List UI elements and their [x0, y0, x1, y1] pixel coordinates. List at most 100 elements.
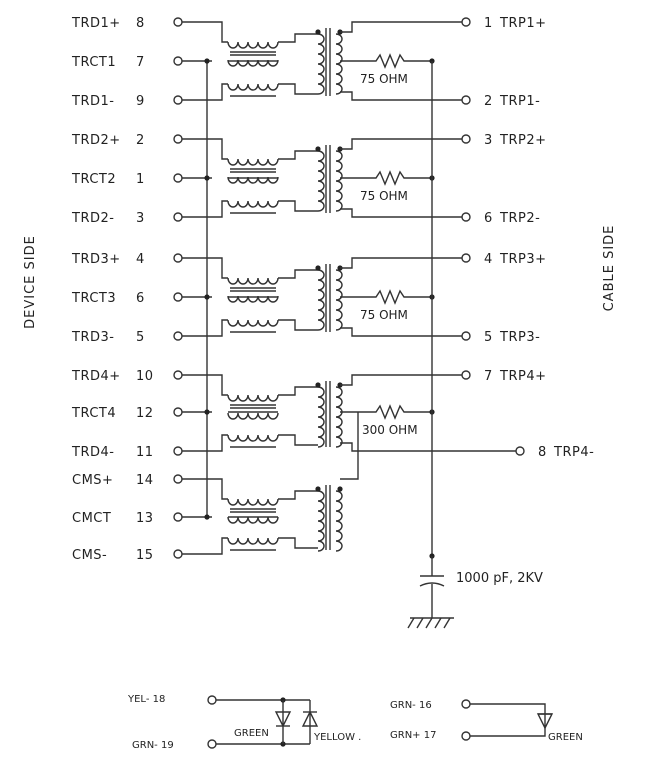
led-terminal	[461, 699, 471, 709]
led-pin-label: GRN- 19	[132, 740, 174, 751]
choke-coil	[227, 200, 279, 208]
polarity-dot	[315, 146, 321, 152]
choke-lead	[212, 434, 228, 452]
device-pin-number: 2	[136, 133, 145, 148]
cable-lead	[340, 374, 462, 386]
choke-coil	[227, 158, 279, 166]
primary-lead	[278, 490, 318, 500]
choke-lead	[212, 138, 228, 160]
cable-pin-name: TRP2-	[499, 211, 540, 226]
cable-pin-terminal	[461, 17, 471, 27]
resistor-value: 75 OHM	[360, 189, 408, 203]
termination-resistor	[368, 289, 412, 305]
ground-hatch	[434, 617, 442, 629]
choke-coil	[227, 319, 279, 327]
polarity-dot	[337, 486, 343, 492]
cable-side-label: CABLE SIDE	[602, 225, 617, 312]
device-pin-number: 9	[136, 94, 145, 109]
device-pin-name: TRD1-	[71, 94, 114, 109]
termination-resistor	[368, 53, 412, 69]
device-pin-name: TRD2-	[71, 211, 114, 226]
led-terminal	[461, 731, 471, 741]
device-pin-name: CMS+	[72, 473, 113, 488]
choke-coil	[227, 394, 279, 402]
cable-lead	[340, 257, 462, 269]
transformer-group	[212, 138, 343, 218]
polarity-dot	[315, 382, 321, 388]
device-pin-name: TRCT1	[71, 55, 116, 70]
primary-lead	[278, 150, 318, 160]
choke-lead	[212, 478, 228, 500]
led-pin-label: YEL- 18	[127, 694, 165, 705]
device-pin-terminal	[173, 56, 183, 66]
junction-node	[204, 294, 210, 300]
led-terminal	[207, 695, 217, 705]
device-pin-terminal	[173, 212, 183, 222]
transformer-group	[212, 374, 343, 452]
device-pin-number: 6	[136, 291, 145, 306]
primary-coil	[317, 490, 325, 552]
device-pin-terminal	[173, 370, 183, 380]
device-pin-terminal	[173, 446, 183, 456]
primary-lead	[278, 33, 318, 43]
junction-node	[204, 175, 210, 181]
primary-lead	[278, 386, 318, 396]
primary-coil	[317, 386, 325, 448]
polarity-dot	[315, 29, 321, 35]
polarity-dot	[315, 265, 321, 271]
choke-lead	[212, 83, 228, 101]
device-pin-terminal	[173, 253, 183, 263]
resistor-value: 75 OHM	[360, 308, 408, 322]
device-pin-name: CMS-	[72, 548, 107, 563]
led-color-label: GREEN	[234, 728, 269, 739]
led-pin-label: GRN- 16	[390, 700, 432, 711]
choke-coil	[227, 412, 279, 420]
device-pin-name: TRCT3	[71, 291, 116, 306]
junction-node	[204, 514, 210, 520]
device-pin-number: 7	[136, 55, 145, 70]
device-pin-terminal	[173, 474, 183, 484]
termination-resistor	[368, 404, 412, 420]
primary-lead	[278, 434, 318, 446]
primary-lead	[278, 269, 318, 279]
cm-link	[340, 412, 359, 480]
device-pin-terminal	[173, 292, 183, 302]
cable-pin-number: 6	[484, 211, 493, 226]
device-pin-terminal	[173, 331, 183, 341]
primary-lead	[278, 83, 318, 95]
cable-pin-name: TRP1-	[499, 94, 540, 109]
cable-pin-terminal	[461, 253, 471, 263]
device-pin-terminal	[173, 407, 183, 417]
yellow-led-diode	[301, 710, 319, 727]
primary-coil	[317, 269, 325, 331]
device-pin-terminal	[173, 17, 183, 27]
device-pin-number: 3	[136, 211, 145, 226]
transformer-group	[212, 21, 343, 101]
cable-pin-name: TRP4-	[553, 445, 594, 460]
device-pin-number: 1	[136, 172, 145, 187]
cable-pin-name: TRP3+	[499, 252, 546, 267]
cable-pin-name: TRP4+	[499, 369, 546, 384]
cable-pin-terminal	[515, 446, 525, 456]
secondary-coil	[335, 269, 343, 331]
device-pin-terminal	[173, 512, 183, 522]
cable-pin-terminal	[461, 370, 471, 380]
device-pin-number: 8	[136, 16, 145, 31]
choke-lead	[212, 257, 228, 279]
secondary-coil	[335, 150, 343, 212]
device-pin-number: 12	[136, 406, 154, 421]
cable-pin-terminal	[461, 331, 471, 341]
device-pin-name: TRCT2	[71, 172, 116, 187]
cable-pin-number: 7	[484, 369, 493, 384]
device-pin-name: TRD4+	[71, 369, 121, 384]
choke-coil	[227, 498, 279, 506]
device-pin-name: TRCT4	[71, 406, 116, 421]
device-pin-name: TRD2+	[71, 133, 121, 148]
cable-pin-name: TRP2+	[499, 133, 546, 148]
cable-pin-terminal	[461, 212, 471, 222]
device-pin-terminal	[173, 549, 183, 559]
secondary-coil	[335, 490, 343, 552]
led-pin-label: GRN+ 17	[390, 730, 436, 741]
